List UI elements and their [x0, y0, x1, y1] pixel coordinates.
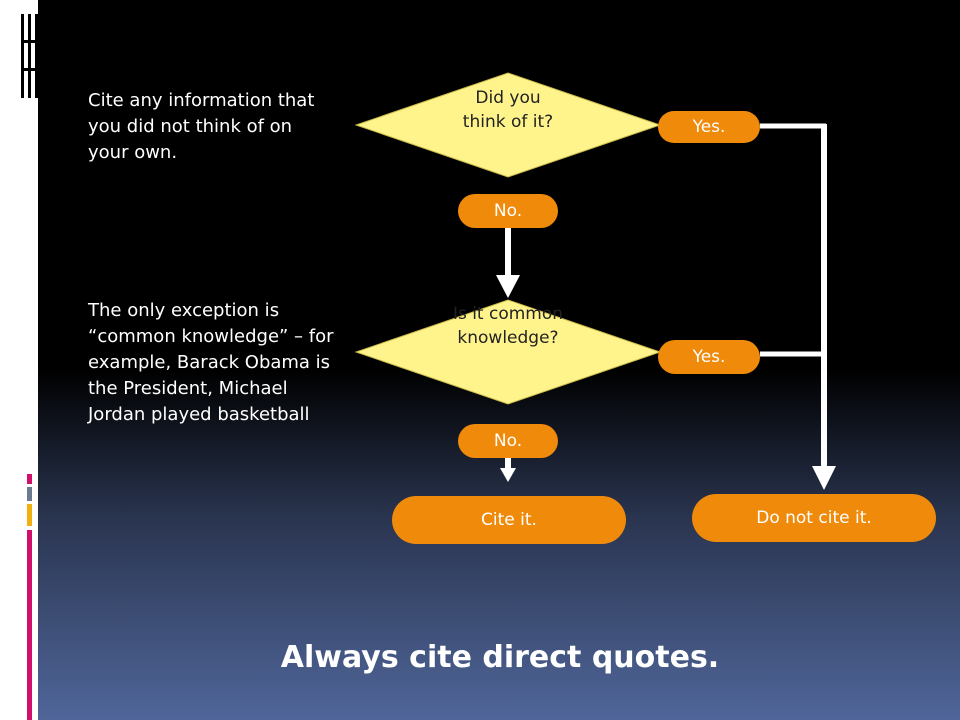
arrow-head-no-1 [496, 275, 520, 298]
decision-2-label: Is it common knowledge? [452, 304, 564, 348]
accent-bar-gray [27, 487, 32, 501]
window-pane-decoration-icon [16, 14, 38, 98]
decision-diamond-2 [354, 299, 662, 405]
left-accent-strip [0, 0, 38, 720]
no-pill-2: No. [458, 424, 558, 458]
outcome-cite-it: Cite it. [392, 496, 626, 544]
accent-bar-magenta [27, 474, 32, 484]
decision-diamond-1 [354, 72, 662, 178]
outcome-do-not-cite-it: Do not cite it. [692, 494, 936, 542]
yes-pill-1: Yes. [658, 111, 760, 143]
yes-pill-2: Yes. [658, 340, 760, 374]
intro-text: Cite any information that you did not th… [88, 90, 315, 163]
exception-text: The only exception is “common knowledge”… [88, 300, 334, 425]
no-pill-1: No. [458, 194, 558, 228]
arrow-head-no-2 [500, 468, 516, 482]
arrow-head-right [812, 466, 836, 490]
accent-bar-gold [27, 504, 32, 526]
accent-bar-magenta-long [27, 530, 32, 720]
decision-1-label: Did you think of it? [462, 88, 554, 132]
footer-statement: Always cite direct quotes. [280, 640, 720, 675]
